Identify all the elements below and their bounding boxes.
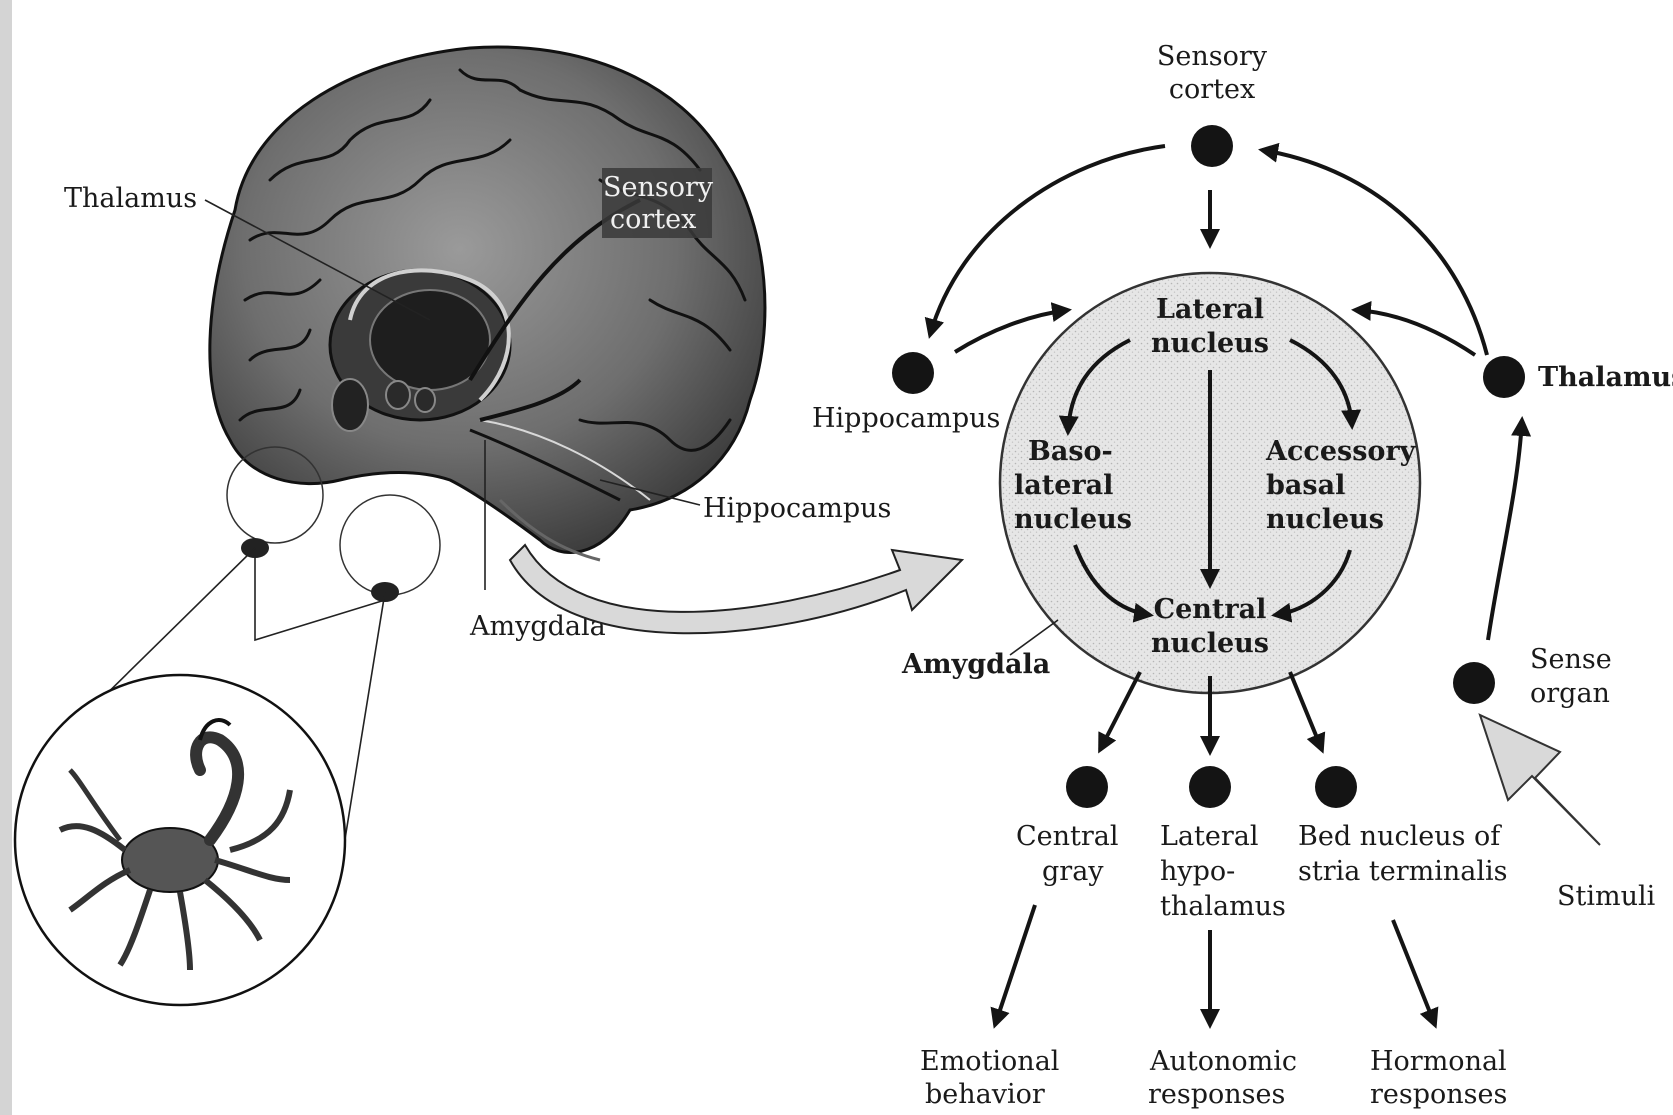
label-emotional-behavior-line2: behavior (925, 1079, 1045, 1110)
label-basolateral-line2: lateral (1014, 470, 1113, 501)
arrow-to-emotional-behavior (995, 905, 1035, 1025)
label-central-nucleus-line2: nucleus (1151, 628, 1269, 659)
arrow-to-hormonal-responses (1393, 920, 1435, 1025)
label-stimuli: Stimuli (1557, 881, 1656, 912)
arrow-sense-organ-to-thalamus (1488, 420, 1522, 640)
arrow-thalamus-to-lateral (1355, 310, 1475, 355)
label-central-gray-line1: Central (1016, 821, 1119, 852)
label-accessory-line3: nucleus (1266, 504, 1384, 535)
label-sensory-cortex-line2: cortex (1169, 74, 1255, 105)
label-central-nucleus-line1: Central (1154, 594, 1267, 625)
brain-label-hippocampus: Hippocampus (703, 493, 891, 524)
label-sense-organ-line1: Sense (1530, 644, 1612, 675)
label-basolateral-line1: Baso- (1028, 436, 1113, 467)
node-bed-nucleus (1315, 766, 1357, 808)
node-hippocampus (892, 352, 934, 394)
arrow-central-to-bed-nucleus (1290, 672, 1322, 750)
brain-label-sensory-line1: Sensory (603, 172, 714, 203)
label-central-gray-line2: gray (1042, 856, 1104, 887)
label-sensory-cortex-line1: Sensory (1157, 41, 1268, 72)
brain-label-thalamus: Thalamus (64, 183, 197, 214)
node-lateral-hypothalamus (1189, 766, 1231, 808)
label-thalamus: Thalamus (1538, 362, 1673, 393)
label-lateral-hypo-line1: Lateral (1160, 821, 1259, 852)
label-bed-nucleus-line1: Bed nucleus of (1298, 821, 1502, 852)
label-lateral-nucleus-line1: Lateral (1156, 294, 1264, 325)
label-basolateral-line3: nucleus (1014, 504, 1132, 535)
node-central-gray (1066, 766, 1108, 808)
label-hippocampus: Hippocampus (812, 403, 1000, 434)
node-sense-organ (1453, 662, 1495, 704)
scorpion-stimulus-inset (15, 675, 345, 1005)
label-accessory-line1: Accessory (1265, 436, 1417, 467)
label-emotional-behavior-line1: Emotional (920, 1046, 1059, 1077)
arrow-central-to-central-gray (1100, 672, 1140, 750)
label-amygdala: Amygdala (901, 649, 1050, 680)
label-lateral-hypo-line2: hypo- (1160, 856, 1235, 887)
node-sensory-cortex (1191, 125, 1233, 167)
label-bed-nucleus-line2: stria terminalis (1298, 856, 1508, 887)
label-autonomic-responses-line2: responses (1148, 1079, 1285, 1110)
page-edge-shadow (0, 0, 12, 1115)
node-thalamus (1483, 356, 1525, 398)
label-hormonal-responses-line2: responses (1370, 1079, 1507, 1110)
label-lateral-hypo-line3: thalamus (1160, 891, 1286, 922)
label-accessory-line2: basal (1266, 470, 1345, 501)
label-lateral-nucleus-line2: nucleus (1151, 328, 1269, 359)
label-sense-organ-line2: organ (1530, 678, 1610, 709)
label-hormonal-responses-line1: Hormonal (1370, 1046, 1507, 1077)
brain-label-sensory-line2: cortex (610, 204, 696, 235)
label-autonomic-responses-line1: Autonomic (1149, 1046, 1297, 1077)
brain-illustration: Thalamus Sensory cortex Hippocampus Amyg… (15, 47, 891, 1005)
